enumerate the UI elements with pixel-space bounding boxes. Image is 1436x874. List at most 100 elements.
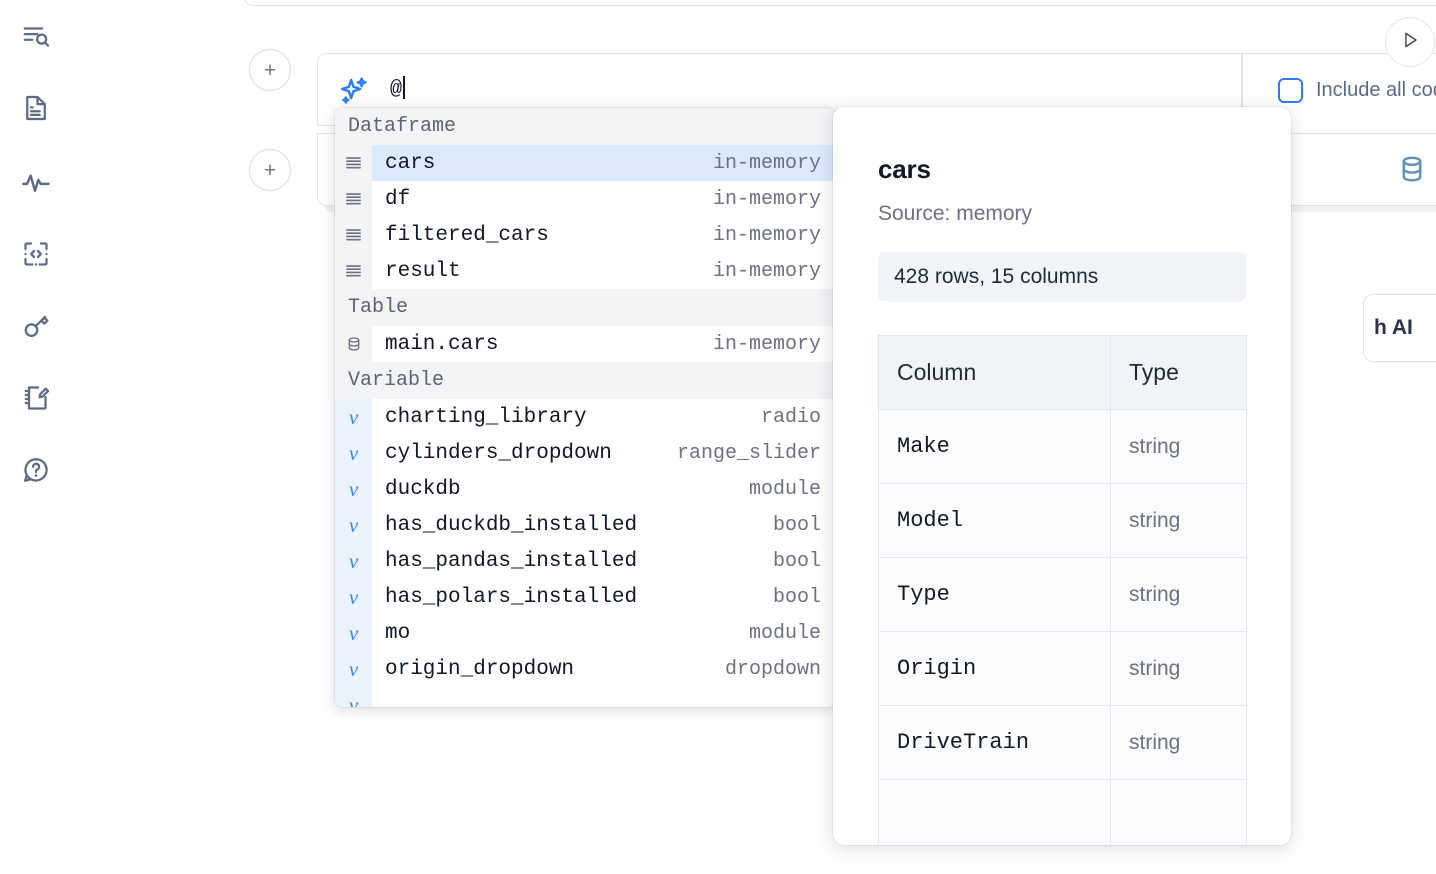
outline-search-icon — [21, 21, 51, 51]
detail-shape-badge: 428 rows, 15 columns — [878, 252, 1246, 302]
plus-icon: + — [263, 58, 277, 82]
autocomplete-item[interactable]: filtered_cars in-memory — [335, 217, 835, 253]
generate-with-ai-button[interactable]: h AI — [1363, 294, 1436, 362]
autocomplete-item-kind: range_slider — [676, 441, 821, 465]
autocomplete-item-kind: bool — [772, 585, 821, 609]
sidebar-item-secrets[interactable] — [14, 304, 58, 348]
autocomplete-item-kind: in-memory — [712, 332, 821, 356]
ai-sparkle-icon — [318, 54, 390, 108]
autocomplete-item-kind: radio — [760, 405, 821, 429]
sidebar-item-snippets[interactable] — [14, 232, 58, 276]
sidebar-item-file-explorer[interactable] — [14, 86, 58, 130]
sidebar-item-scratchpad[interactable] — [14, 376, 58, 420]
variable-icon: v — [335, 651, 372, 687]
autocomplete-item-kind: in-memory — [712, 259, 821, 283]
dataframe-icon — [335, 145, 372, 181]
play-icon — [1399, 29, 1421, 56]
autocomplete-item-kind: in-memory — [712, 151, 821, 175]
sidebar-item-outline-search[interactable] — [14, 14, 58, 58]
cell-type-icons: M↓ — [1397, 154, 1436, 189]
autocomplete-item[interactable]: v has_polars_installed bool — [335, 579, 835, 615]
code-snippet-icon — [21, 239, 51, 269]
autocomplete-dropdown[interactable]: Dataframe cars in-memory df in-memory fi… — [335, 108, 835, 707]
variable-icon: v — [335, 471, 372, 507]
autocomplete-item[interactable]: v has_duckdb_installed bool — [335, 507, 835, 543]
autocomplete-item-kind: in-memory — [712, 187, 821, 211]
autocomplete-item[interactable]: v mo module — [335, 615, 835, 651]
autocomplete-item[interactable]: cars in-memory — [335, 145, 835, 181]
column-type: string — [1110, 483, 1247, 558]
column-name — [878, 779, 1111, 845]
autocomplete-item-partial[interactable]: v — [335, 687, 835, 707]
dataframe-icon — [335, 217, 372, 253]
key-icon — [21, 311, 51, 341]
add-cell-button-top[interactable]: + — [249, 49, 291, 91]
table-row: Type string — [878, 557, 1247, 632]
column-header-type: Type — [1110, 335, 1247, 410]
autocomplete-group-label: Variable — [335, 362, 835, 399]
include-all-code-checkbox[interactable] — [1278, 77, 1303, 103]
autocomplete-item-kind: bool — [772, 549, 821, 573]
plus-icon: + — [263, 158, 277, 182]
column-name: DriveTrain — [878, 705, 1111, 780]
column-type: string — [1110, 409, 1247, 484]
ai-prompt-input[interactable]: @ — [390, 54, 1241, 101]
autocomplete-item[interactable]: main.cars in-memory — [335, 326, 835, 362]
autocomplete-item-kind: dropdown — [724, 657, 821, 681]
dataframe-detail-panel: cars Source: memory 428 rows, 15 columns… — [833, 107, 1291, 845]
autocomplete-item[interactable]: v duckdb module — [335, 471, 835, 507]
text-caret — [403, 76, 406, 99]
add-cell-button-bottom[interactable]: + — [249, 149, 291, 191]
autocomplete-item[interactable]: v has_pandas_installed bool — [335, 543, 835, 579]
database-icon[interactable] — [1397, 154, 1427, 189]
column-header-column: Column — [878, 335, 1111, 410]
table-row: Origin string — [878, 631, 1247, 706]
autocomplete-group-label: Dataframe — [335, 108, 835, 145]
autocomplete-item-name: has_pandas_installed — [385, 549, 638, 573]
autocomplete-item-name: main.cars — [385, 332, 499, 356]
autocomplete-item-name: mo — [385, 621, 411, 645]
autocomplete-item-name: charting_library — [385, 405, 587, 429]
variable-icon: v — [335, 615, 372, 651]
columns-table: Column Type Make string Model string Typ… — [878, 335, 1247, 845]
previous-cell[interactable] — [244, 0, 1436, 6]
autocomplete-item[interactable]: v origin_dropdown dropdown — [335, 651, 835, 687]
autocomplete-item-kind: in-memory — [712, 223, 821, 247]
notebook-pencil-icon — [21, 383, 51, 413]
table-row: Make string — [878, 409, 1247, 484]
table-header-row: Column Type — [878, 335, 1247, 410]
autocomplete-item[interactable]: v charting_library radio — [335, 399, 835, 435]
variable-icon: v — [335, 579, 372, 615]
variable-icon: v — [335, 399, 372, 435]
column-type: string — [1110, 631, 1247, 706]
autocomplete-item-name: has_polars_installed — [385, 585, 638, 609]
sidebar-item-variables[interactable] — [14, 160, 58, 204]
autocomplete-item-name: has_duckdb_installed — [385, 513, 638, 537]
dataframe-icon — [335, 253, 372, 289]
include-all-code-label: Include all code — [1316, 78, 1436, 101]
autocomplete-item-name: filtered_cars — [385, 223, 549, 247]
run-cell-button[interactable] — [1385, 17, 1435, 67]
ai-prompt-value: @ — [390, 78, 403, 101]
column-type: string — [1110, 705, 1247, 780]
autocomplete-item[interactable]: result in-memory — [335, 253, 835, 289]
autocomplete-item[interactable]: v cylinders_dropdown range_slider — [335, 435, 835, 471]
detail-title: cars — [878, 154, 931, 184]
column-name: Origin — [878, 631, 1111, 706]
column-type: string — [1110, 557, 1247, 632]
detail-source: Source: memory — [878, 202, 1033, 225]
activity-pulse-icon — [20, 166, 52, 198]
autocomplete-item-name: origin_dropdown — [385, 657, 575, 681]
sidebar-rail — [0, 0, 72, 874]
autocomplete-item-name: df — [385, 187, 411, 211]
autocomplete-group-label: Table — [335, 289, 835, 326]
sidebar-item-help[interactable] — [14, 448, 58, 492]
autocomplete-item-name: result — [385, 259, 461, 283]
variable-icon: v — [335, 687, 372, 707]
autocomplete-item-name: duckdb — [385, 477, 461, 501]
autocomplete-item[interactable]: df in-memory — [335, 181, 835, 217]
file-document-icon — [21, 93, 51, 123]
column-name: Type — [878, 557, 1111, 632]
autocomplete-item-kind: bool — [772, 513, 821, 537]
column-name: Make — [878, 409, 1111, 484]
